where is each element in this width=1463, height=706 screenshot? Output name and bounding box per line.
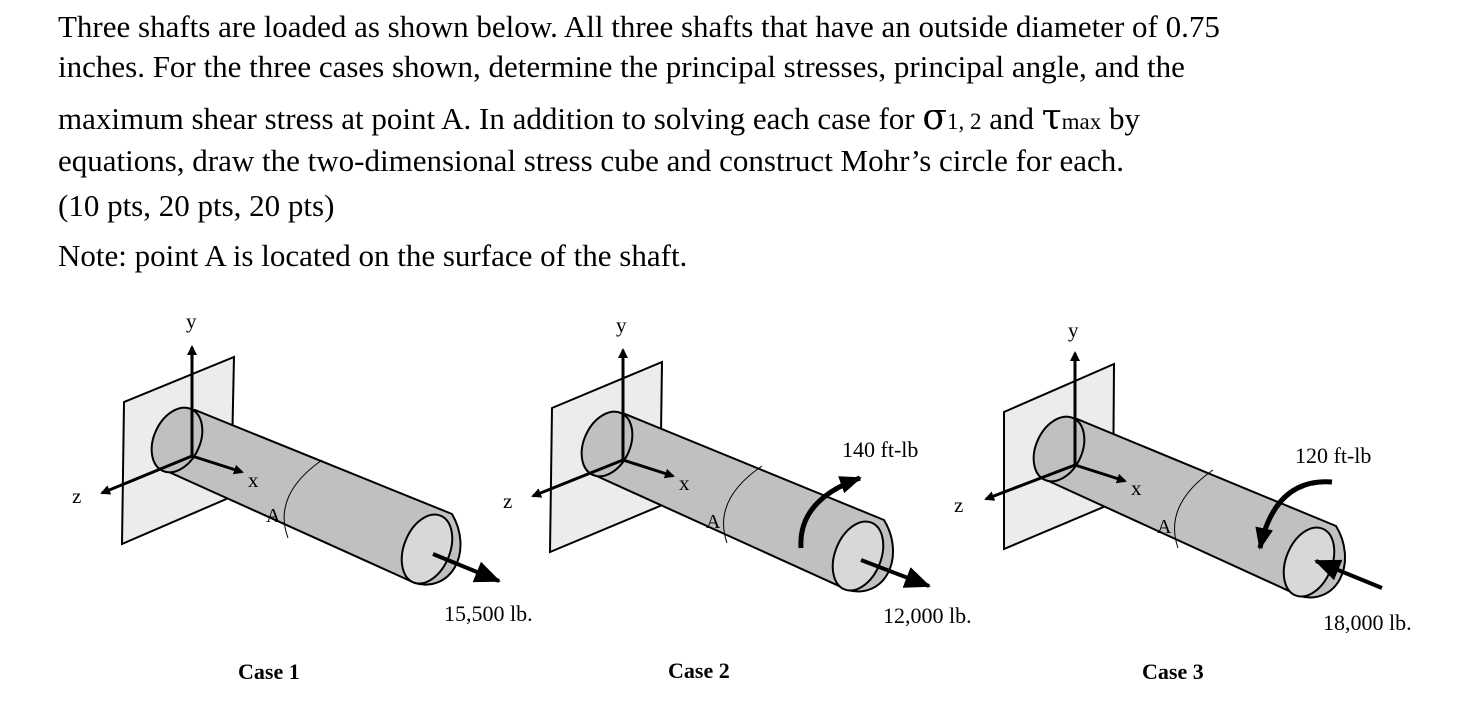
x-axis-label: x [1131,476,1142,500]
problem-line-4: equations, draw the two-dimensional stre… [58,143,1125,178]
sigma-symbol: σ [922,97,947,138]
z-axis-label: z [72,484,81,508]
shaft-end-face [400,513,454,585]
point-a-label: A [706,511,721,533]
x-axis-label: x [248,468,259,492]
y-axis-label: y [186,309,197,333]
axial-load-arrow [432,552,501,583]
axial-load-arrow [860,558,931,588]
y-axis-label: y [616,313,627,337]
axial-load-arrow [1314,559,1383,590]
torque-label: 120 ft-lb [1295,443,1371,468]
y-axis-label: y [1068,318,1079,342]
point-a-label: A [266,505,281,527]
shaft-cylinder [580,410,894,593]
axial-load-label: 15,500 lb. [444,601,533,626]
problem-line-3: maximum shear stress at point A. In addi… [58,100,1453,144]
case-label: Case 1 [238,659,300,684]
case-2-figure: y z x A 140 ft-lb 12,000 lb. Case 2 [503,313,972,683]
problem-line-1: Three shafts are loaded as shown below. … [58,9,1220,44]
z-axis [984,463,1076,501]
z-axis-label: z [503,489,512,513]
z-axis [531,458,624,498]
x-axis-label: x [679,471,690,495]
case-3-figure: y z x A 120 ft-lb 18,000 lb. Case 3 [954,318,1412,684]
case-1-figure: y z x A 15,500 lb. Case 1 [72,309,533,684]
point-a-label: A [1157,516,1172,538]
case-label: Case 3 [1142,659,1204,684]
sigma-subscript: 1, 2 [946,109,982,134]
torque-label: 140 ft-lb [842,437,918,462]
tau-symbol: τ [1041,97,1062,138]
x-axis [191,454,244,475]
z-axis [100,454,193,495]
problem-line-3-c: by [1101,101,1140,136]
x-axis [622,458,675,479]
torque-arrow [1255,479,1333,550]
problem-points: (10 pts, 20 pts, 20 pts) [58,188,335,223]
problem-line-3-a: maximum shear stress at point A. In addi… [58,101,923,136]
torque-arrow [798,475,862,549]
z-axis-label: z [954,493,963,517]
problem-line-2: inches. For the three cases shown, deter… [58,49,1185,84]
axial-load-label: 12,000 lb. [883,603,972,628]
problem-note: Note: point A is located on the surface … [58,238,688,273]
x-axis [1074,463,1127,484]
case-label: Case 2 [668,658,730,683]
axial-load-label: 18,000 lb. [1323,610,1412,635]
problem-line-3-b: and [981,101,1042,136]
problem-statement: Three shafts are loaded as shown below. … [58,10,1453,279]
shaft-end-face [831,520,885,592]
tau-subscript: max [1061,109,1102,134]
